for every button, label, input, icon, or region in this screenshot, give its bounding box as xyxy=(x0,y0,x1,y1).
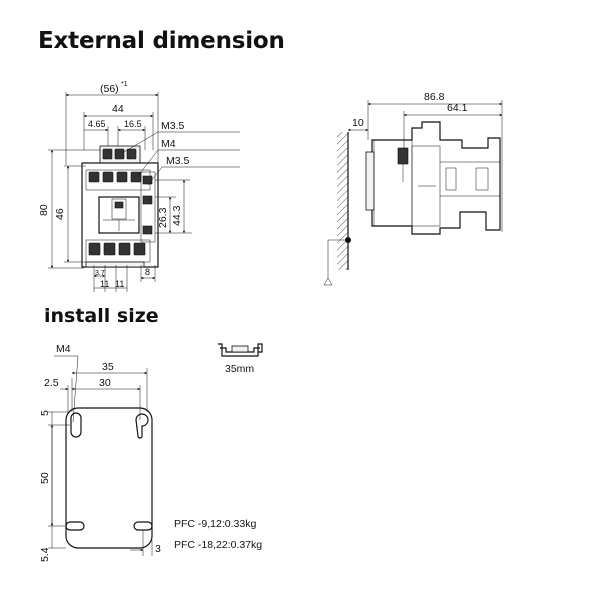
install-view: 35mm M4 35 30 2.5 5 50 5.4 xyxy=(39,343,263,562)
dim-height-b: 44.3 xyxy=(171,205,183,226)
dim-rail-offset: 10 xyxy=(352,117,364,129)
install-screw-label: M4 xyxy=(56,343,71,355)
dim-height-body: 46 xyxy=(54,208,66,220)
dim-pitch-2: 11 xyxy=(115,279,124,289)
page-title: External dimension xyxy=(38,28,285,54)
bottom-slot-left xyxy=(65,521,85,531)
dim-height-a: 26.3 xyxy=(157,207,169,228)
dim-overall-width: (56) xyxy=(100,83,119,95)
side-view: 86.8 64.1 10 xyxy=(323,91,503,286)
keyhole-slot-left xyxy=(70,412,82,438)
dim-left-offset: 4.65 xyxy=(88,119,106,129)
dim-pitch-small: 3.7 xyxy=(95,270,105,277)
install-size-title: install size xyxy=(44,305,159,327)
dim-inner-width: 30 xyxy=(99,377,111,389)
mounting-plate xyxy=(65,407,153,549)
centre-window xyxy=(98,196,140,234)
rail-label: 35mm xyxy=(225,363,254,375)
dim-offset-left: 2.5 xyxy=(44,377,59,389)
dim-slot-offset: 3 xyxy=(155,543,161,555)
dim-body-width: 44 xyxy=(112,103,124,115)
dim-top-gap: 5 xyxy=(39,410,51,416)
dim-body-depth: 64.1 xyxy=(447,102,468,114)
weight-line-1: PFC -9,12:0.33kg xyxy=(174,518,256,530)
dim-side-width: 8 xyxy=(145,267,150,277)
dim-outer-width: 35 xyxy=(102,361,114,373)
callout-screw-top: M3.5 xyxy=(161,120,185,132)
callout-screw-mid: M4 xyxy=(161,138,176,150)
front-view: (56) *1 44 4.65 16.5 xyxy=(38,81,240,292)
dim-overall-width-note: *1 xyxy=(121,81,128,88)
dim-terminal-pitch: 16.5 xyxy=(124,119,142,129)
callout-screw-low: M3.5 xyxy=(166,155,190,167)
weight-line-2: PFC -18,22:0.37kg xyxy=(174,539,262,551)
dim-overall-depth: 86.8 xyxy=(424,91,445,103)
dim-hole-pitch: 50 xyxy=(39,472,51,484)
bottom-slot-right xyxy=(133,521,153,531)
side-body-outline xyxy=(371,121,501,235)
keyhole-slot-right xyxy=(135,413,149,439)
dim-pitch-1: 11 xyxy=(100,279,109,289)
dim-bottom-gap: 5.4 xyxy=(39,547,51,562)
dim-height-total: 80 xyxy=(38,204,50,216)
